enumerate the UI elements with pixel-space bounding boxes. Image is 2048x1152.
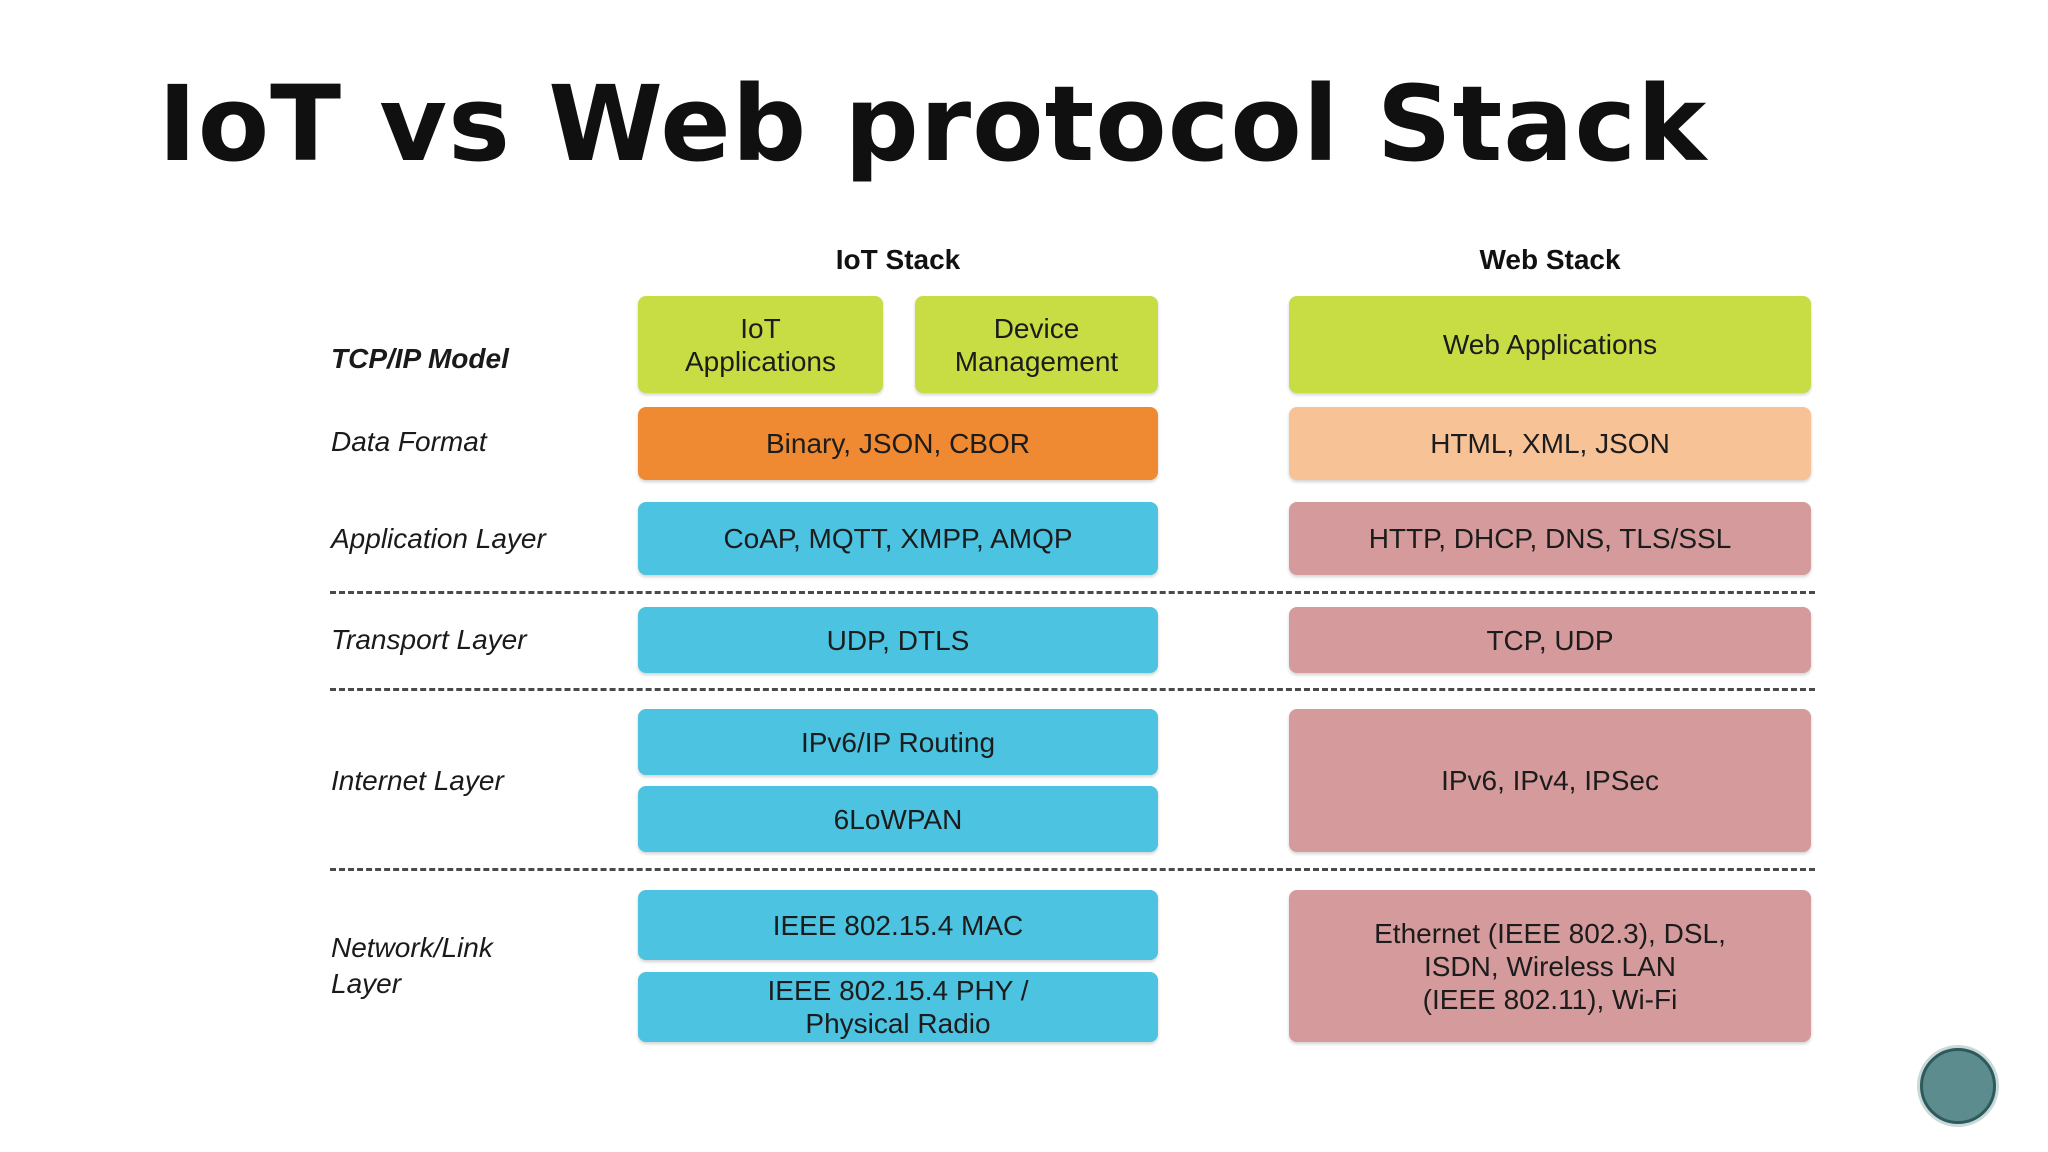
iot-transport-layer-box: UDP, DTLS — [638, 607, 1158, 673]
iot-6lowpan-box: 6LoWPAN — [638, 786, 1158, 852]
row-label-network-link-layer: Network/Link Layer — [331, 932, 493, 999]
device-management-box: Device Management — [915, 296, 1158, 393]
iot-routing-box: IPv6/IP Routing — [638, 709, 1158, 775]
iot-application-layer-box: CoAP, MQTT, XMPP, AMQP — [638, 502, 1158, 575]
web-stack-header: Web Stack — [1479, 244, 1621, 275]
divider-line — [330, 688, 1815, 691]
web-data-format-box: HTML, XML, JSON — [1289, 407, 1811, 480]
web-applications-box: Web Applications — [1289, 296, 1811, 393]
row-label-transport-layer: Transport Layer — [331, 624, 527, 655]
iot-applications-box: IoT Applications — [638, 296, 883, 393]
row-label-internet-layer: Internet Layer — [331, 765, 504, 796]
slide-nav-circle-icon[interactable] — [1920, 1048, 1996, 1124]
row-label-data-format: Data Format — [331, 426, 487, 457]
iot-data-format-box: Binary, JSON, CBOR — [638, 407, 1158, 480]
slide-title: IoT vs Web protocol Stack — [158, 63, 1708, 185]
web-network-link-box: Ethernet (IEEE 802.3), DSL, ISDN, Wirele… — [1289, 890, 1811, 1042]
iot-mac-box: IEEE 802.15.4 MAC — [638, 890, 1158, 960]
web-internet-layer-box: IPv6, IPv4, IPSec — [1289, 709, 1811, 852]
iot-stack-header: IoT Stack — [835, 244, 961, 275]
row-label-tcpip-model: TCP/IP Model — [331, 343, 509, 374]
divider-line — [330, 591, 1815, 594]
divider-line — [330, 868, 1815, 871]
iot-phy-box: IEEE 802.15.4 PHY / Physical Radio — [638, 972, 1158, 1042]
web-transport-layer-box: TCP, UDP — [1289, 607, 1811, 673]
row-label-application-layer: Application Layer — [331, 523, 546, 554]
web-application-layer-box: HTTP, DHCP, DNS, TLS/SSL — [1289, 502, 1811, 575]
